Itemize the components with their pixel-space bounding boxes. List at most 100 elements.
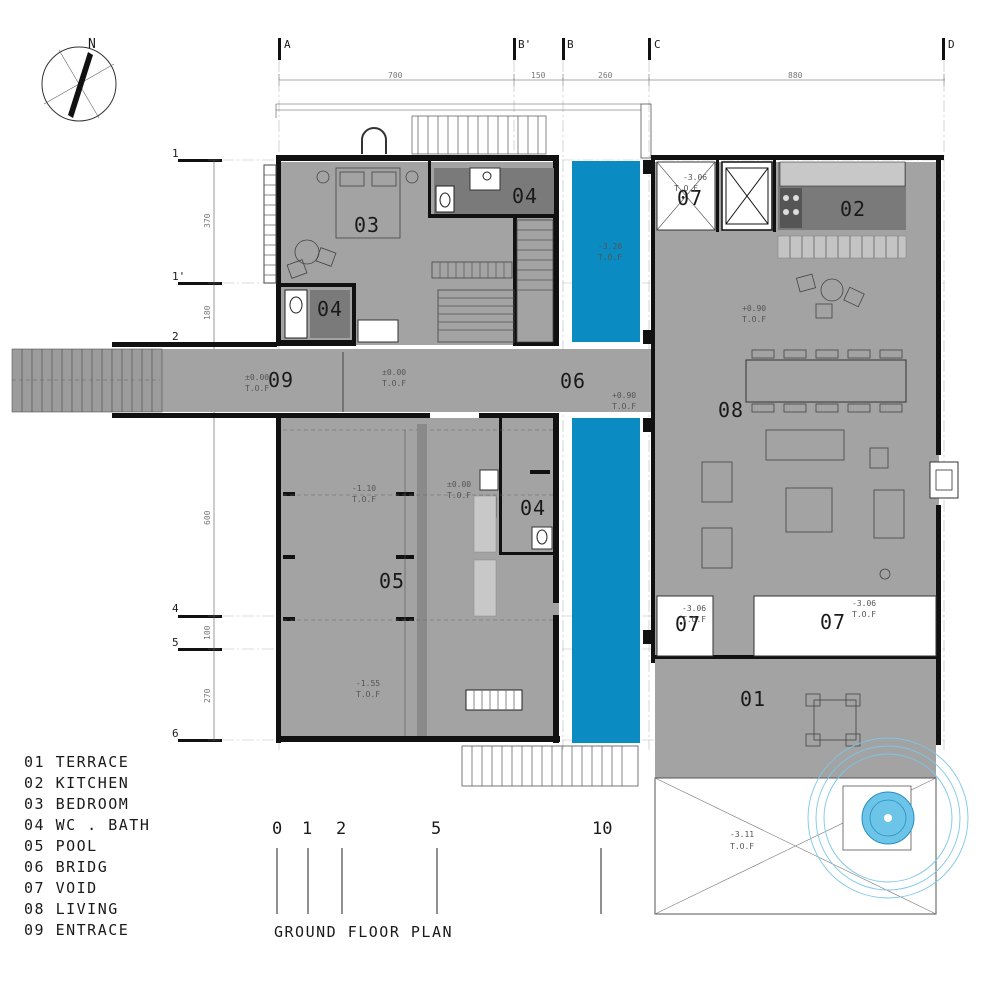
bath-fixtures — [284, 167, 554, 550]
level-marker-entrance: ±0.00T.O.F — [245, 373, 269, 393]
svg-text:-3.11: -3.11 — [730, 830, 754, 839]
grid-row-5: 5 — [172, 636, 179, 649]
dim-180: 180 — [203, 305, 212, 320]
room-label-void-right: 07 — [820, 610, 846, 634]
svg-text:-3.06: -3.06 — [683, 173, 707, 182]
room-label-bath-top: 04 — [512, 184, 538, 208]
svg-text:T.O.F: T.O.F — [742, 315, 766, 324]
level-marker-pool-b: ±0.00T.O.F — [447, 480, 471, 500]
scale-number: 0 — [272, 819, 282, 839]
svg-text:T.O.F: T.O.F — [382, 379, 406, 388]
svg-text:-3.20: -3.20 — [598, 242, 622, 251]
grid-row-1-prime: 1' — [172, 270, 185, 283]
dim-270: 270 — [203, 688, 212, 703]
dim-700: 700 — [388, 71, 403, 80]
scale-bar: 0 1 2 5 10 GROUND FLOOR PLAN — [272, 819, 612, 941]
north-arrow-icon: N — [41, 37, 117, 122]
dim-600: 600 — [203, 510, 212, 525]
svg-text:T.O.F: T.O.F — [674, 184, 698, 193]
scale-number: 10 — [592, 819, 612, 839]
entrance-stair — [11, 348, 163, 413]
svg-text:-1.10: -1.10 — [352, 484, 376, 493]
dim-150: 150 — [531, 71, 546, 80]
grid-row-4: 4 — [172, 602, 179, 615]
room-labels: 03 04 04 04 07 02 09 06 08 05 07 07 01 — [268, 184, 866, 711]
level-marker-pool-upper: -3.20T.O.F — [598, 242, 622, 262]
legend-item: 01 TERRACE — [24, 753, 129, 771]
svg-text:T.O.F: T.O.F — [612, 402, 636, 411]
svg-text:T.O.F: T.O.F — [730, 842, 754, 851]
svg-text:T.O.F: T.O.F — [852, 610, 876, 619]
level-marker-entrance2: ±0.00T.O.F — [382, 368, 406, 388]
legend-item: 05 POOL — [24, 837, 98, 855]
room-label-bath-mid: 04 — [317, 297, 343, 321]
legend-item: 06 BRIDG — [24, 858, 108, 876]
svg-text:+0.90: +0.90 — [612, 391, 636, 400]
walls — [112, 155, 944, 745]
legend-item: 02 KITCHEN — [24, 774, 129, 792]
grid-row-2: 2 — [172, 330, 179, 343]
dim-370: 370 — [203, 213, 212, 228]
level-marker-void-right: -3.06T.O.F — [852, 599, 876, 619]
legend-item: 07 VOID — [24, 879, 98, 897]
grid-row-1: 1 — [172, 147, 179, 160]
void-areas — [656, 595, 937, 657]
level-marker-void-top: -3.06T.O.F — [674, 173, 707, 193]
svg-text:±0.00: ±0.00 — [447, 480, 471, 489]
plan-title: GROUND FLOOR PLAN — [274, 923, 453, 941]
north-label: N — [88, 37, 96, 52]
svg-text:T.O.F: T.O.F — [245, 384, 269, 393]
room-label-living: 08 — [718, 398, 744, 422]
room-label-bridge: 06 — [560, 369, 586, 393]
legend-item: 04 WC . BATH — [24, 816, 150, 834]
level-marker-void-left: -3.06T.O.F — [682, 604, 706, 624]
scale-number: 5 — [431, 819, 441, 839]
room-label-bath-low: 04 — [520, 496, 546, 520]
level-markers: -3.06T.O.F -3.20T.O.F +0.90T.O.F ±0.00T.… — [245, 173, 876, 851]
scale-number: 1 — [302, 819, 312, 839]
svg-text:-3.06: -3.06 — [682, 604, 706, 613]
svg-text:T.O.F: T.O.F — [682, 615, 706, 624]
svg-text:-3.06: -3.06 — [852, 599, 876, 608]
legend-item: 03 BEDROOM — [24, 795, 129, 813]
dim-260: 260 — [598, 71, 613, 80]
level-marker-living-upper: +0.90T.O.F — [742, 304, 766, 324]
living-furniture — [701, 273, 959, 580]
room-label-terrace: 01 — [740, 687, 766, 711]
legend-item: 08 LIVING — [24, 900, 119, 918]
pool-channels — [572, 161, 640, 743]
grid-col-b: B — [567, 38, 574, 51]
kitchen-area — [656, 161, 907, 259]
svg-text:T.O.F: T.O.F — [352, 495, 376, 504]
svg-text:±0.00: ±0.00 — [382, 368, 406, 377]
room-label-void-top: 07 — [677, 186, 703, 210]
room-label-entrance: 09 — [268, 368, 294, 392]
level-marker-pool-a: -1.10T.O.F — [352, 484, 376, 504]
garden-tree-icon — [654, 737, 969, 915]
pool-details — [283, 352, 553, 736]
dim-100: 100 — [203, 625, 212, 640]
room-label-pool: 05 — [379, 569, 405, 593]
grid-row-6: 6 — [172, 727, 179, 740]
svg-text:T.O.F: T.O.F — [447, 491, 471, 500]
level-marker-pool-lower: -1.55T.O.F — [356, 679, 380, 699]
grid-col-b-prime: B' — [518, 38, 531, 51]
svg-text:T.O.F: T.O.F — [598, 253, 622, 262]
room-legend: 01 TERRACE 02 KITCHEN 03 BEDROOM 04 WC .… — [24, 753, 150, 939]
svg-text:-1.55: -1.55 — [356, 679, 380, 688]
grid-col-a: A — [284, 38, 291, 51]
dim-880: 880 — [788, 71, 803, 80]
south-stair — [461, 745, 639, 787]
grid-col-c: C — [654, 38, 661, 51]
level-marker-bridge: +0.90T.O.F — [612, 391, 636, 411]
svg-text:T.O.F: T.O.F — [356, 690, 380, 699]
svg-text:±0.00: ±0.00 — [245, 373, 269, 382]
bedroom-furniture — [263, 164, 554, 343]
room-label-void-left: 07 — [675, 612, 701, 636]
svg-text:+0.90: +0.90 — [742, 304, 766, 313]
scale-number: 2 — [336, 819, 346, 839]
north-stair — [275, 103, 652, 159]
level-marker-garden: -3.11T.O.F — [730, 830, 754, 851]
room-label-kitchen: 02 — [840, 197, 866, 221]
